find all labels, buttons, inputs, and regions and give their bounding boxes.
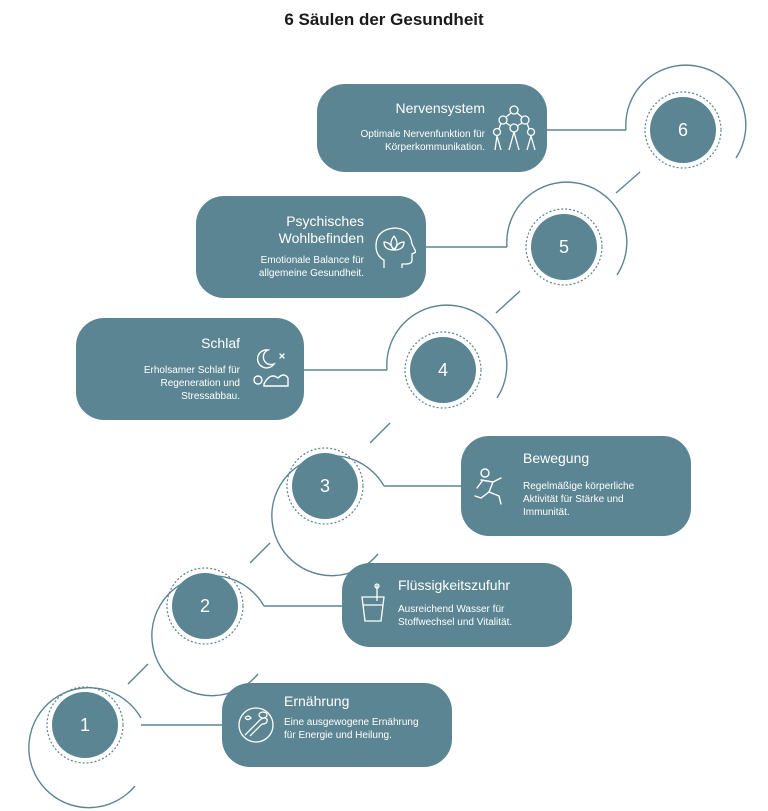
page-title: 6 Säulen der Gesundheit <box>284 10 484 29</box>
card-connectors <box>141 129 626 726</box>
pillar-title-4: Schlaf <box>201 335 240 351</box>
running-person-icon <box>474 468 502 505</box>
pillar-desc-5: Emotionale Balance für allgemeine Gesund… <box>259 254 364 280</box>
step-number-6: 6 <box>677 120 688 140</box>
water-glass-icon <box>361 583 385 622</box>
pillar-desc-1-line-1: Eine ausgewogene Ernährung <box>284 717 419 728</box>
pillar-desc-6-line-2: Körperkommunikation. <box>384 142 485 153</box>
step-circle-2 <box>172 573 238 639</box>
ring-2 <box>151 574 265 697</box>
connector-2-3 <box>249 542 271 564</box>
diagonal-connectors <box>127 171 641 685</box>
pillar-desc-4-line-1: Erholsamer Schlaf für <box>143 365 240 376</box>
pillar-title-6: Nervensystem <box>395 100 485 116</box>
ring-3 <box>271 454 385 577</box>
pillar-desc-2-line-2: Stoffwechsel und Vitalität. <box>398 617 513 628</box>
pillar-desc-3: Regelmäßige körperliche Aktivität für St… <box>523 480 634 519</box>
pillar-title-5: Psychisches Wohlbefinden <box>279 213 364 247</box>
pillar-desc-5-line-1: Emotionale Balance für <box>260 255 364 266</box>
pillar-title-5-line-2: Wohlbefinden <box>278 230 364 246</box>
pillar-desc-5-line-2: allgemeine Gesundheit. <box>258 268 364 279</box>
sleep-icon <box>253 349 289 387</box>
connector-1-2 <box>127 663 149 685</box>
pillar-desc-2-line-1: Ausreichend Wasser für <box>398 604 505 615</box>
step-circle-4 <box>410 337 476 403</box>
pillar-card-nervensystem: Nervensystem Optimale Nervenfunktion für… <box>317 84 547 172</box>
step-circles <box>52 97 716 758</box>
ring-1 <box>28 686 142 809</box>
pillar-title-2: Flüssigkeitszufuhr <box>398 577 511 593</box>
neuron-network-icon <box>492 105 536 151</box>
pillar-title-1: Ernährung <box>284 693 350 709</box>
pillar-card-fluessigkeitszufuhr: Flüssigkeitszufuhr Ausreichend Wasser fü… <box>342 563 572 647</box>
pillar-card-ernaehrung: Ernährung Eine ausgewogene Ernährung für… <box>222 683 452 767</box>
pillar-desc-1-line-2: für Energie und Heilung. <box>284 730 392 741</box>
step-circle-6 <box>650 97 716 163</box>
mind-lotus-icon <box>375 227 416 268</box>
outer-rings <box>28 64 747 809</box>
step-number-4: 4 <box>437 360 448 380</box>
pillar-desc-3-line-1: Regelmäßige körperliche <box>523 481 635 492</box>
step-number-3: 3 <box>319 476 330 496</box>
ring-5 <box>506 181 628 276</box>
pillar-card-psychisches-wohlbefinden: Psychisches Wohlbefinden Emotionale Bala… <box>196 196 426 298</box>
connector-5-6 <box>615 171 641 194</box>
food-icon <box>238 707 274 743</box>
pillar-card-schlaf: Schlaf Erholsamer Schlaf für Regeneratio… <box>76 318 304 420</box>
pillar-desc-4: Erholsamer Schlaf für Regeneration und S… <box>144 364 240 403</box>
step-number-5: 5 <box>558 237 569 257</box>
connector-4-5 <box>495 290 521 314</box>
pillar-card-bewegung: Bewegung Regelmäßige körperliche Aktivit… <box>461 436 691 536</box>
connector-3-4 <box>369 422 391 444</box>
step-circle-3 <box>292 453 358 519</box>
ring-6 <box>625 64 747 159</box>
pillar-desc-4-line-3: Stressabbau. <box>181 391 240 402</box>
step-circle-5 <box>531 214 597 280</box>
ring-4 <box>386 304 508 399</box>
dotted-rings <box>46 91 722 764</box>
step-circle-1 <box>52 692 118 758</box>
pillar-desc-3-line-3: Immunität. <box>523 507 570 518</box>
pillar-desc-6: Optimale Nervenfunktion für Körperkommun… <box>360 128 485 154</box>
pillar-desc-6-line-1: Optimale Nervenfunktion für <box>360 129 485 140</box>
step-number-1: 1 <box>79 715 90 735</box>
step-number-2: 2 <box>199 596 210 616</box>
pillar-desc-4-line-2: Regeneration und <box>160 378 240 389</box>
pillar-title-5-line-1: Psychisches <box>286 213 364 229</box>
pillar-desc-1: Eine ausgewogene Ernährung für Energie u… <box>284 716 419 742</box>
pillar-desc-3-line-2: Aktivität für Stärke und <box>523 494 624 505</box>
pillar-title-3: Bewegung <box>523 450 590 466</box>
pillar-desc-2: Ausreichend Wasser für Stoffwechsel und … <box>398 603 512 629</box>
